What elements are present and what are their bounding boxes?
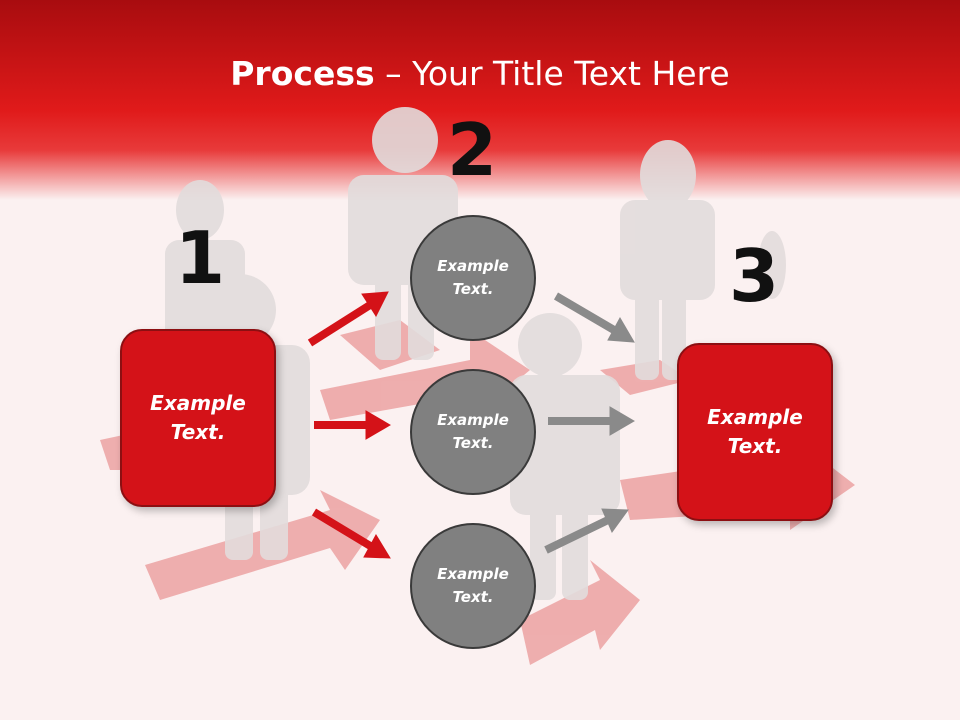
gray-arrow-up (544, 508, 629, 554)
circle-middle-line1: Example (437, 411, 509, 429)
title-bold: Process (230, 54, 375, 93)
start-box-line2: Text. (170, 420, 226, 444)
start-box: Example Text. (120, 329, 276, 507)
circle-step-middle: Example Text. (410, 369, 536, 495)
end-box-line1: Example (707, 405, 803, 429)
red-arrow-up (307, 291, 389, 347)
gray-arrows (544, 292, 635, 554)
red-arrow-down (311, 508, 391, 559)
step-number-2: 2 (446, 108, 498, 192)
end-box-line2: Text. (727, 434, 783, 458)
circle-top-line1: Example (437, 257, 509, 275)
red-arrows (307, 291, 391, 559)
slide-title: Process – Your Title Text Here (0, 52, 960, 96)
title-rest: – Your Title Text Here (374, 54, 730, 93)
circle-step-bottom: Example Text. (410, 523, 536, 649)
start-box-line1: Example (150, 391, 246, 415)
circle-bottom-line1: Example (437, 565, 509, 583)
red-arrow-middle (314, 410, 391, 440)
step-number-3: 3 (728, 234, 780, 318)
circle-top-line2: Text. (452, 280, 494, 298)
step-number-1: 1 (174, 216, 226, 300)
circle-step-top: Example Text. (410, 215, 536, 341)
gray-arrow-middle (548, 406, 635, 436)
circle-bottom-line2: Text. (452, 588, 494, 606)
circle-middle-line2: Text. (452, 434, 494, 452)
end-box: Example Text. (677, 343, 833, 521)
gray-arrow-down (553, 292, 635, 343)
